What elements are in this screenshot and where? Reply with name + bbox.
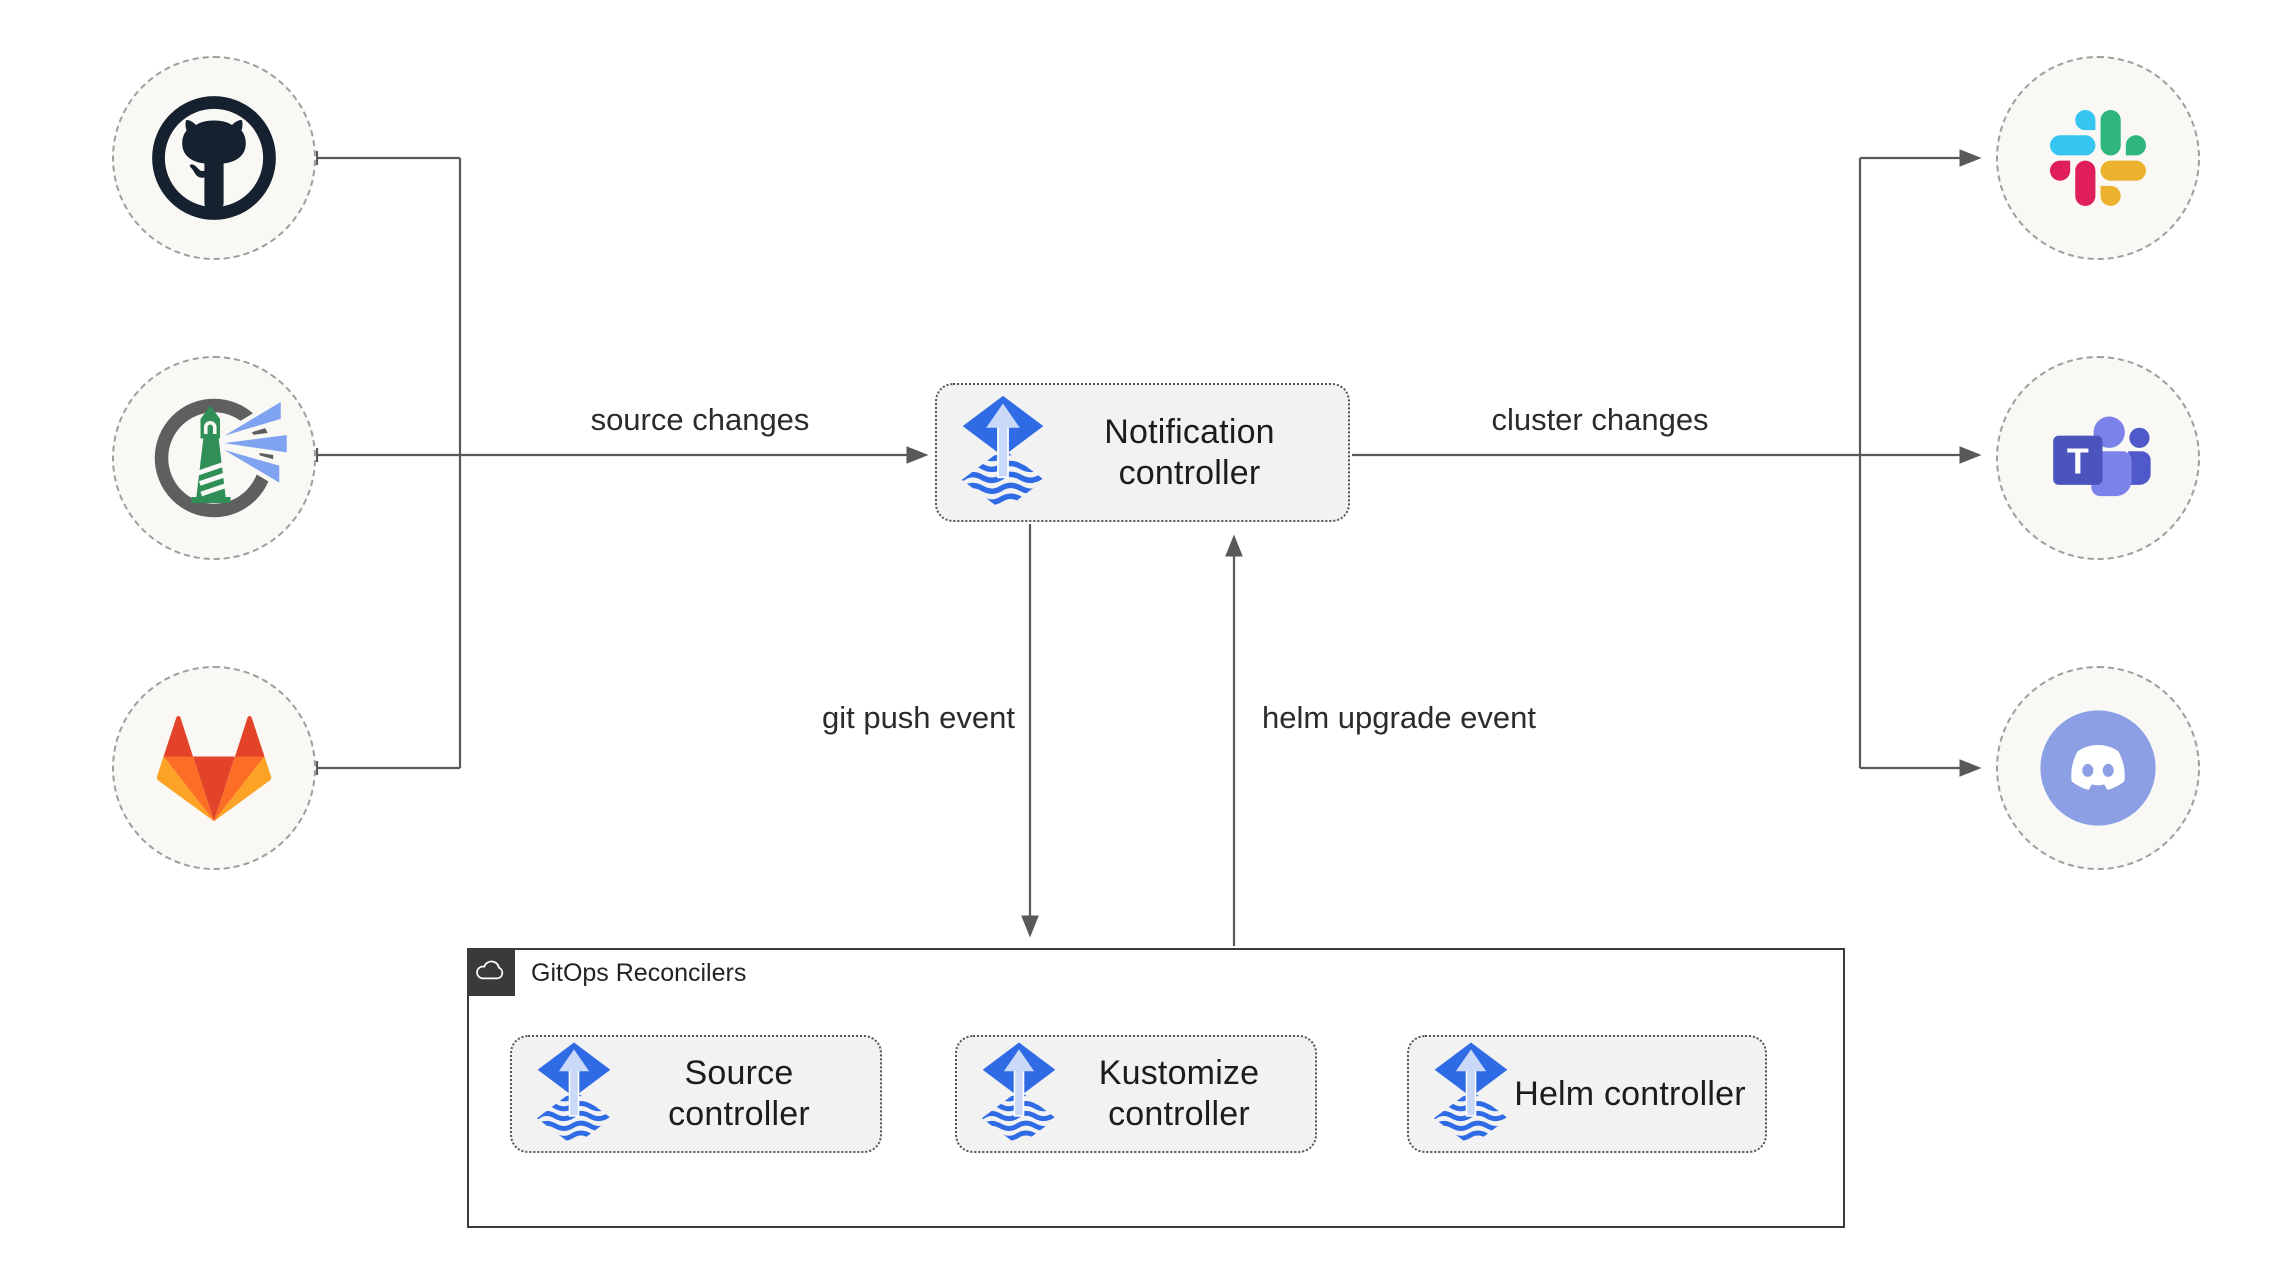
source-node-gitlab (112, 666, 316, 870)
edge-label-git-push-event: git push event (821, 700, 1015, 735)
source-controller-node: Source controller (510, 1035, 882, 1153)
edge-label-source-changes: source changes (590, 402, 810, 437)
harbor-icon (154, 394, 289, 518)
target-node-discord (1996, 666, 2200, 870)
flux-icon (981, 1041, 1057, 1147)
source-controller-label: Source controller (668, 1054, 810, 1133)
flux-icon (961, 394, 1045, 512)
notification-controller-node: Notification controller (935, 383, 1350, 522)
kustomize-controller-label: Kustomize controller (1098, 1054, 1260, 1133)
flux-icon (1433, 1041, 1509, 1147)
target-node-slack (1996, 56, 2200, 260)
helm-controller-node: Helm controller (1407, 1035, 1767, 1153)
discord-icon (2040, 710, 2156, 826)
target-node-teams: T (1996, 356, 2200, 560)
container-header-badge (467, 948, 515, 996)
github-icon (152, 96, 276, 220)
container-title: GitOps Reconcilers (531, 959, 747, 987)
teams-letter: T (2067, 441, 2089, 481)
notification-controller-label: Notification controller (1104, 412, 1275, 492)
gitlab-icon (156, 715, 272, 822)
gitops-reconcilers-container: GitOps Reconcilers Source controller Kus… (467, 948, 1845, 1228)
source-node-github (112, 56, 316, 260)
helm-controller-label: Helm controller (1514, 1074, 1746, 1113)
cloud-icon (476, 960, 504, 980)
edge-label-helm-upgrade-event: helm upgrade event (1262, 700, 1537, 735)
source-node-harbor (112, 356, 316, 560)
kustomize-controller-node: Kustomize controller (955, 1035, 1317, 1153)
microsoft-teams-icon: T (2053, 416, 2151, 497)
slack-icon (2050, 110, 2146, 206)
edge-label-cluster-changes: cluster changes (1491, 402, 1709, 437)
flux-icon (536, 1041, 612, 1147)
